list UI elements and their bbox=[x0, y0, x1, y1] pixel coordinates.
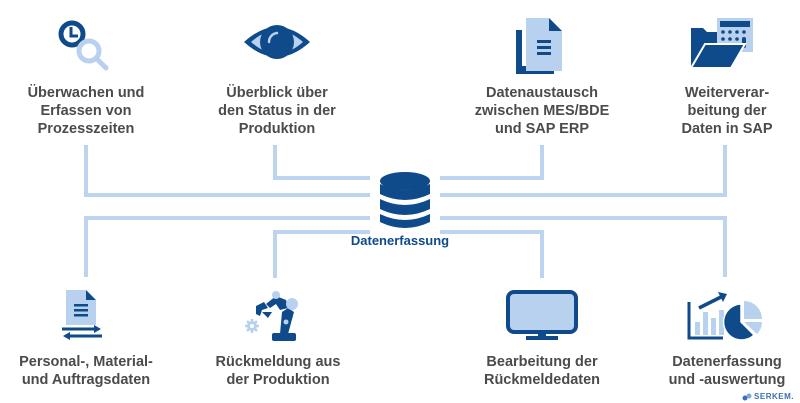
label-line: Datenerfassung bbox=[672, 354, 782, 370]
label-line: zwischen MES/BDE bbox=[474, 103, 610, 119]
connector-bottom-inner-left bbox=[273, 230, 370, 278]
connector-top-outer-right bbox=[440, 145, 727, 197]
brand-icon bbox=[742, 393, 752, 400]
connector-top-outer-left bbox=[84, 145, 370, 197]
label-line: Daten in SAP bbox=[681, 121, 773, 137]
document-exchange-icon bbox=[62, 290, 102, 340]
label-line: Überblick über bbox=[226, 85, 328, 101]
label-line: der Produktion bbox=[226, 372, 330, 388]
label-line: Produktion bbox=[238, 121, 316, 137]
folder-calculator-icon bbox=[691, 18, 753, 69]
label-line: und Auftragsdaten bbox=[21, 372, 151, 388]
database-icon bbox=[380, 172, 430, 228]
monitor-icon bbox=[506, 290, 578, 340]
label-line: beitung der bbox=[687, 103, 767, 119]
eye-icon bbox=[244, 25, 310, 59]
label-line: Datenaustausch bbox=[485, 85, 598, 101]
clock-search-icon bbox=[58, 20, 109, 71]
label-line: Überwachen und bbox=[27, 85, 145, 101]
label-line: und SAP ERP bbox=[495, 121, 589, 137]
label-line: und -auswertung bbox=[668, 372, 786, 388]
chart-analysis-icon bbox=[687, 292, 762, 341]
brand-logo: SERKEM. bbox=[742, 392, 794, 401]
label-line: Personal-, Material- bbox=[19, 354, 153, 370]
robot-arm-icon bbox=[245, 291, 298, 341]
label-line: Prozesszeiten bbox=[37, 121, 135, 137]
connector-bottom-inner-right bbox=[440, 230, 544, 278]
label-line: Erfassen von bbox=[40, 103, 132, 119]
center-label: Datenerfassung bbox=[350, 233, 450, 248]
documents-icon bbox=[516, 18, 562, 74]
connector-bottom-outer-right bbox=[440, 216, 727, 277]
label-line: Weiterverar- bbox=[684, 85, 770, 101]
connector-top-inner-right bbox=[440, 145, 544, 180]
connector-top-inner-left bbox=[273, 145, 370, 180]
label-line: den Status in der bbox=[218, 103, 336, 119]
label-line: Rückmeldung aus bbox=[215, 354, 341, 370]
connector-bottom-outer-left bbox=[84, 216, 370, 277]
label-line: Rückmeldedaten bbox=[483, 372, 601, 388]
brand-name: SERKEM. bbox=[754, 392, 794, 401]
label-line: Bearbeitung der bbox=[486, 354, 598, 370]
